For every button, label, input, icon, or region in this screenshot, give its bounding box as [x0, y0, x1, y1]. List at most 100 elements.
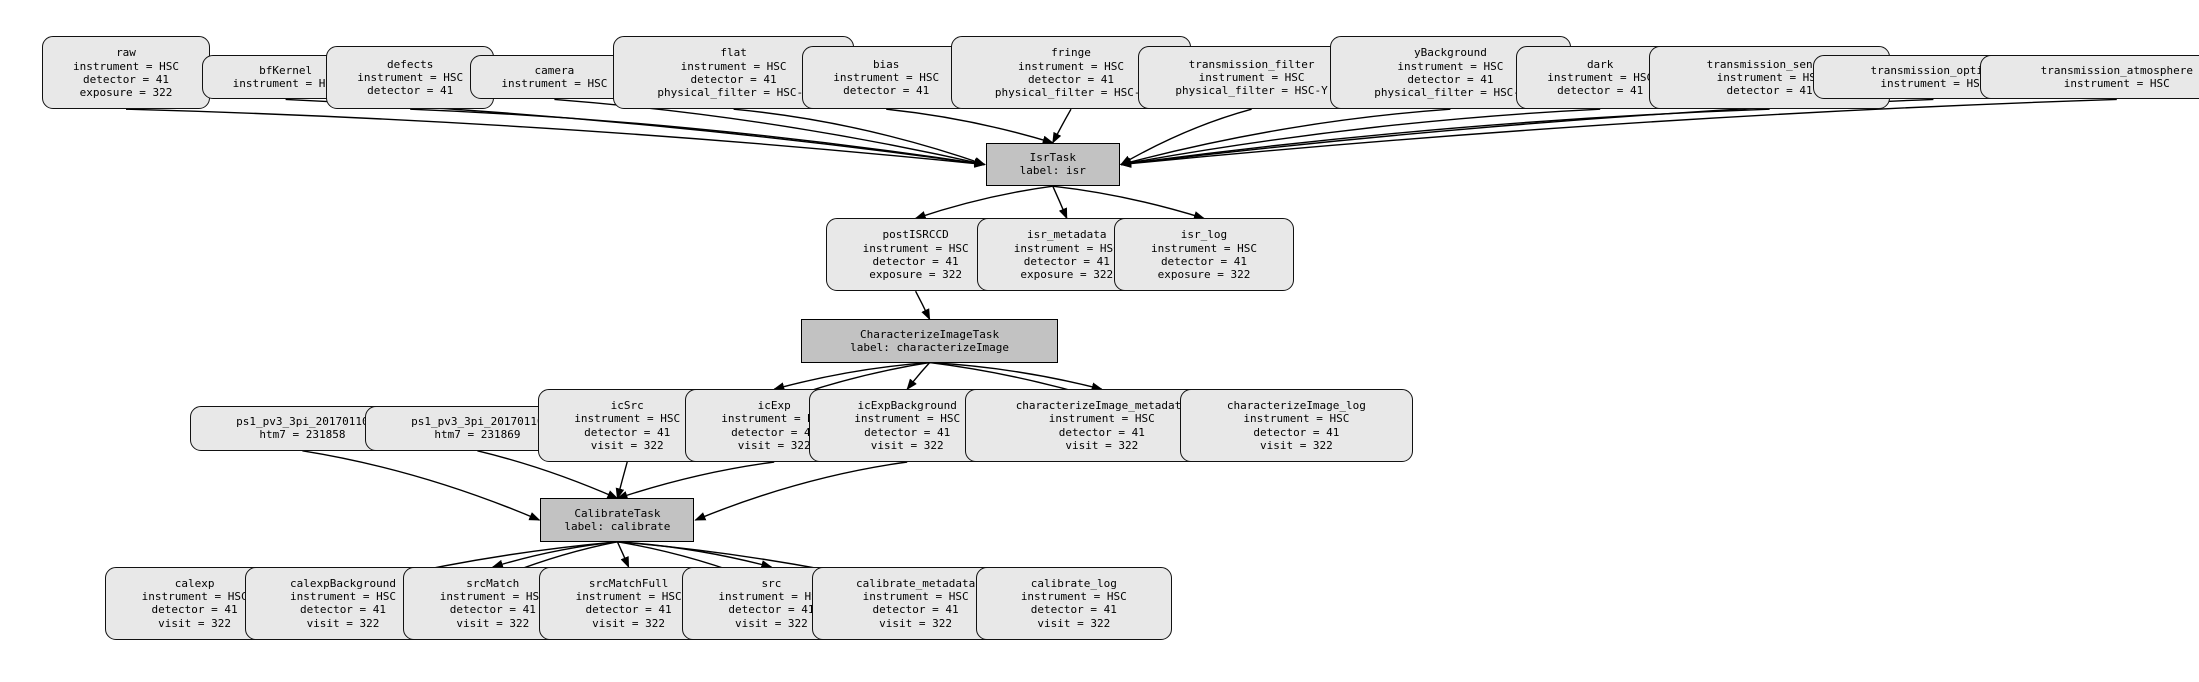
node-title: isr_metadata	[1027, 228, 1107, 242]
node-detail-line: detector = 41	[299, 603, 387, 617]
edge-flat-to-IsrTask	[733, 108, 986, 166]
edge-raw-to-IsrTask	[125, 108, 986, 168]
node-title: characterizeImage_metadata	[1015, 399, 1188, 413]
node-title: transmission_atmosphere	[2040, 63, 2193, 77]
node-title: calexpBackground	[290, 576, 396, 590]
node-title: calibrate_log	[1030, 576, 1117, 590]
node-detail-line: instrument = HSC	[1018, 59, 1124, 73]
node-detail-line: label: isr	[1019, 164, 1086, 178]
node-title: icExpBackground	[857, 399, 957, 413]
node-detail-line: visit = 322	[592, 616, 666, 630]
node-title: flat	[720, 46, 747, 60]
edge-icSrc-to-CalibrateTask	[615, 461, 628, 500]
node-detail-line: detector = 41	[872, 603, 959, 617]
node-detail-line: physical_filter = HSC-Y	[1374, 85, 1527, 99]
node-detail-line: detector = 41	[1253, 425, 1340, 439]
edge-IsrTask-to-isr_metadata	[1052, 185, 1068, 220]
node-detail-line: instrument = HSC	[439, 590, 546, 604]
node-title: ps1_pv3_3pi_20170110	[236, 415, 369, 429]
node-detail-line: detector = 41	[1726, 84, 1813, 98]
node-title: raw	[116, 46, 136, 60]
node-title: IsrTask	[1029, 151, 1076, 165]
node-detail-line: instrument = HSC	[833, 71, 940, 85]
node-detail-line: detector = 41	[728, 603, 815, 617]
node-detail-line: instrument = HSC	[1020, 590, 1127, 604]
node-title: bfKernel	[259, 63, 313, 77]
node-detail-line: detector = 41	[864, 425, 951, 439]
node-detail-line: visit = 322	[1037, 616, 1111, 630]
node-detail-line: visit = 322	[158, 616, 232, 630]
edge-postISRCCD-to-CharacterizeImageTask	[914, 290, 931, 321]
edge-CalibrateTask-to-srcMatchFull	[616, 541, 630, 569]
node-detail-line: visit = 322	[1065, 438, 1139, 452]
node-detail-line: physical_filter = HSC-Y	[1175, 84, 1328, 98]
node-detail-line: detector = 41	[1557, 84, 1644, 98]
edge-CalibrateTask-to-srcMatch	[491, 541, 618, 569]
edge-bias-to-IsrTask	[886, 108, 1054, 145]
edge-icExp-to-CalibrateTask	[616, 461, 775, 500]
edge-CharacterizeImageTask-to-characterizeImage_metadata	[929, 361, 1103, 391]
node-detail-line: visit = 322	[870, 438, 944, 452]
edge-CharacterizeImageTask-to-icExpBackground	[906, 362, 931, 391]
node-detail-line: instrument = HSC	[1716, 71, 1823, 85]
node-title: characterizeImage_log	[1226, 399, 1366, 413]
node-title: srcMatch	[466, 576, 520, 590]
node-title: transmission_filter	[1188, 57, 1315, 71]
node-detail-line: instrument = HSC	[1013, 241, 1120, 255]
node-detail-line: instrument = HSC	[574, 412, 681, 426]
node-detail-line: htm7 = 231869	[434, 428, 521, 442]
node-detail-line: detector = 41	[585, 603, 672, 617]
node-title: fringe	[1051, 46, 1091, 60]
node-detail-line: instrument = HSC	[141, 590, 248, 604]
node-title: transmission_optics	[1870, 63, 1997, 77]
node-detail-line: exposure = 322	[869, 267, 962, 281]
node-detail-line: instrument = HSC	[854, 412, 961, 426]
node-detail-line: instrument = HSC	[290, 590, 396, 604]
node-title: src	[761, 576, 782, 590]
node-detail-line: detector = 41	[1027, 72, 1115, 86]
node-title: bias	[872, 57, 900, 71]
node-title: defects	[387, 57, 434, 71]
node-detail-line: detector = 41	[82, 72, 170, 86]
node-detail-line: htm7 = 231858	[259, 428, 346, 442]
edge-bfKernel-to-IsrTask	[285, 98, 986, 168]
node-detail-line: detector = 41	[449, 603, 536, 617]
node-detail-line: exposure = 322	[1157, 267, 1251, 281]
node-detail-line: instrument = HSC	[1151, 241, 1257, 255]
node-title: isr_log	[1180, 228, 1228, 242]
node-detail-line: detector = 41	[1058, 425, 1145, 439]
node-detail-line: visit = 322	[456, 616, 530, 630]
node-detail-line: instrument = HSC	[1397, 59, 1504, 73]
node-detail-line: visit = 322	[306, 616, 380, 630]
node-detail-line: detector = 41	[843, 84, 930, 98]
node-detail-line: instrument = HSC	[575, 590, 682, 604]
node-detail-line: label: characterizeImage	[850, 340, 1010, 354]
edge-ps1_a-to-CalibrateTask	[302, 450, 541, 521]
node-detail-line: instrument = HSC	[1243, 412, 1350, 426]
node-detail-line: detector = 41	[690, 72, 777, 86]
node-title: srcMatchFull	[588, 576, 669, 590]
node-detail-line: physical_filter = HSC-Y	[994, 85, 1148, 99]
edge-CalibrateTask-to-src	[617, 541, 773, 569]
node-title: icExp	[757, 399, 791, 413]
node-title: icSrc	[610, 399, 644, 413]
edge-transmission_sensor-to-IsrTask	[1119, 108, 1770, 168]
edge-IsrTask-to-postISRCCD	[914, 185, 1053, 220]
node-detail-line: visit = 322	[734, 616, 808, 630]
node-detail-line: instrument = HSC	[232, 76, 339, 90]
node-detail-line: instrument = HSC	[1198, 71, 1305, 85]
node-detail-line: instrument = HSC	[862, 241, 969, 255]
node-detail-line: detector = 41	[1160, 254, 1248, 268]
